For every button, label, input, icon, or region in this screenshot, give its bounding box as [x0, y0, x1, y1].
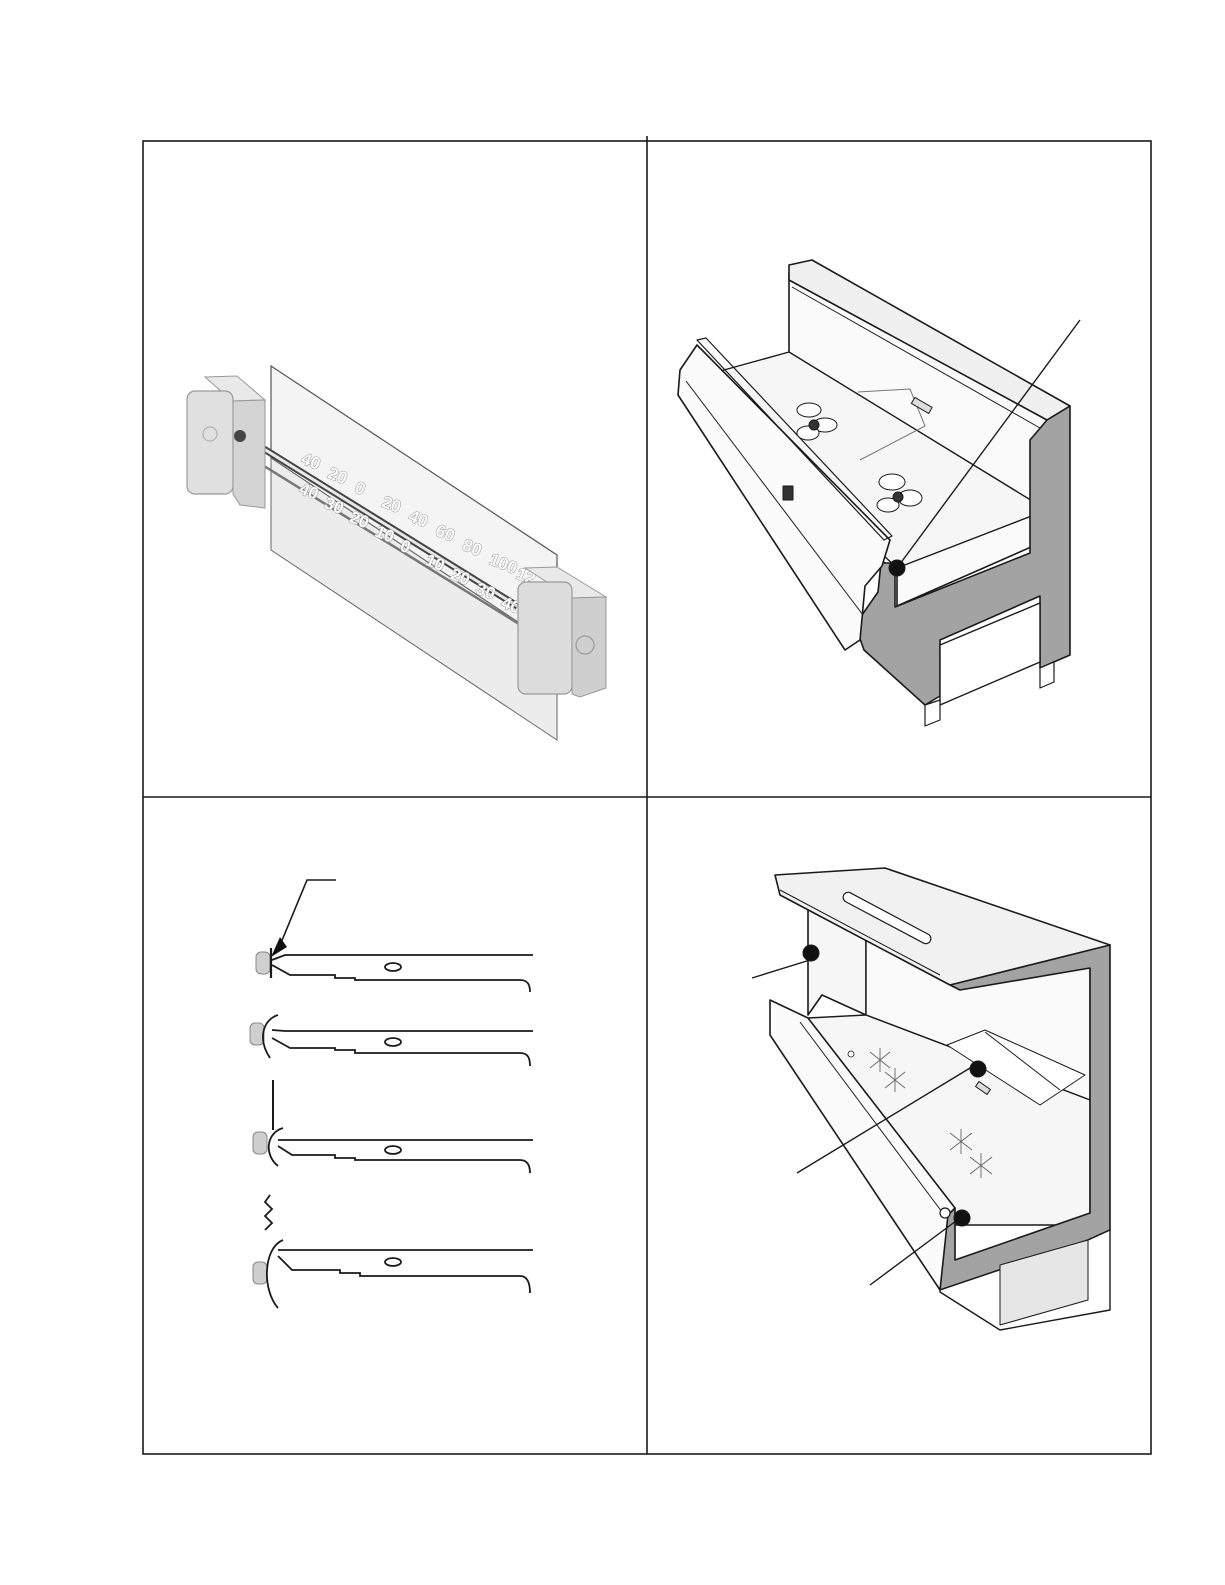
- case-leg-left: [925, 700, 940, 726]
- profile-callout-leader: [278, 880, 336, 950]
- bumper-profile-illustration: [250, 880, 533, 1308]
- sensor-port: [848, 1051, 854, 1057]
- shelf-profile-1: [256, 948, 533, 992]
- callout-dot: [954, 1210, 970, 1226]
- bumper-insert: [253, 1262, 267, 1284]
- case-cutaway-illustration: [752, 868, 1110, 1330]
- callout-leader: [752, 960, 810, 978]
- callout-dot: [970, 1061, 986, 1077]
- thermometer-bulb: [234, 430, 246, 442]
- rail-clip: [783, 486, 793, 500]
- bumper-insert: [250, 1023, 264, 1045]
- thermometer-left-cap: [187, 376, 265, 508]
- callout-dot: [803, 945, 819, 961]
- profile-callout-arrowhead: [271, 937, 287, 957]
- thermometer-right-cap: [518, 567, 606, 697]
- rail-end-cap: [940, 1208, 950, 1218]
- callout-dot: [889, 560, 905, 576]
- shelf-profile-4: [253, 1195, 533, 1308]
- bumper-insert: [253, 1132, 267, 1154]
- shelf-profile-2: [250, 1015, 533, 1066]
- bumper-insert: [256, 952, 270, 974]
- case-isometric-illustration: [678, 260, 1080, 726]
- shelf-profile-3: [253, 1080, 533, 1173]
